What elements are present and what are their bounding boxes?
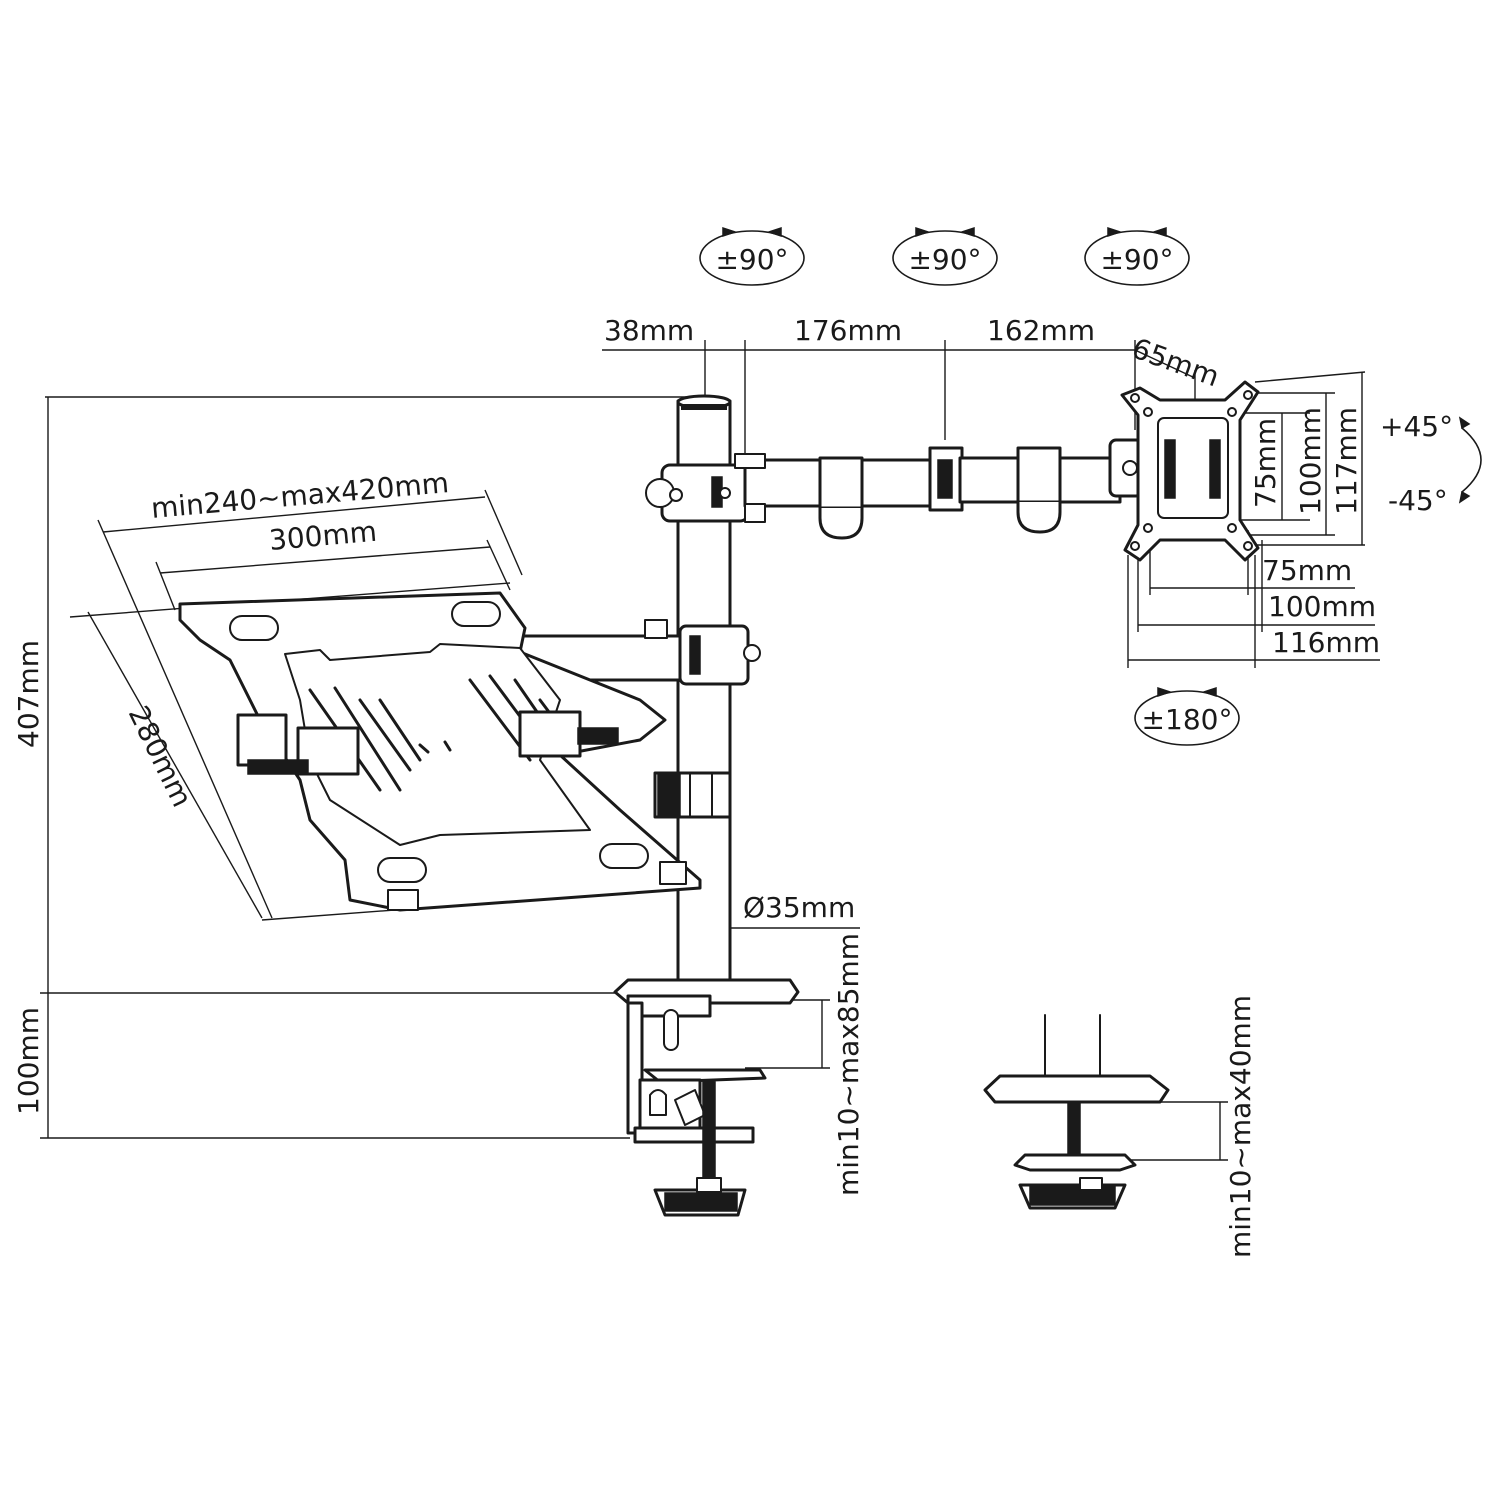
rotation-indicator-1: ±90° [699, 226, 805, 286]
vesa-width-100-label: 100mm [1268, 590, 1376, 623]
arm-segment-176-label: 176mm [794, 314, 902, 347]
desk-clamp [613, 978, 800, 1217]
vesa-plate [1120, 380, 1260, 562]
clamp-range-85-label: min10~max85mm [832, 933, 865, 1196]
vesa-width-116-label: 116mm [1272, 626, 1380, 659]
rotation-indicator-3: ±90° [1084, 226, 1190, 286]
arm-segment-162-label: 162mm [987, 314, 1095, 347]
arm-segment-38-label: 38mm [604, 314, 694, 347]
laptop-tray [178, 591, 761, 912]
vesa-width-75-label: 75mm [1262, 554, 1352, 587]
rotation-label: ±90° [908, 243, 981, 276]
rotation-indicator-2: ±90° [892, 226, 998, 286]
vesa-height-117-label: 117mm [1330, 407, 1363, 515]
monitor-arm [645, 438, 1144, 540]
tilt-indicator: +45° -45° [1380, 410, 1482, 517]
rotation-label: ±90° [715, 243, 788, 276]
vesa-height-100-label: 100mm [1294, 407, 1327, 515]
clamp-height-100-label: 100mm [12, 1007, 45, 1115]
tray-width-range-label: min240~max420mm [150, 466, 450, 525]
alternate-clamp [983, 1014, 1170, 1210]
vesa-height-75-label: 75mm [1249, 418, 1282, 508]
arm-segment-65-label: 65mm [1128, 332, 1224, 394]
tray-width-300-label: 300mm [268, 515, 378, 557]
dimension-labels: 38mm 176mm 162mm 65mm 75mm 100mm 117mm 7… [12, 314, 1380, 1258]
pole-height-407-label: 407mm [12, 640, 45, 748]
tilt-up-label: +45° [1380, 410, 1453, 443]
tilt-down-label: -45° [1388, 484, 1448, 517]
tray-depth-280-label: 280mm [122, 701, 199, 813]
rotation-indicator-180: ±180° [1134, 686, 1240, 746]
rotation-label: ±90° [1100, 243, 1173, 276]
pole-diameter-label: Ø35mm [743, 891, 855, 924]
clamp-range-40-label: min10~max40mm [1224, 995, 1257, 1258]
rotation-label: ±180° [1142, 703, 1233, 736]
